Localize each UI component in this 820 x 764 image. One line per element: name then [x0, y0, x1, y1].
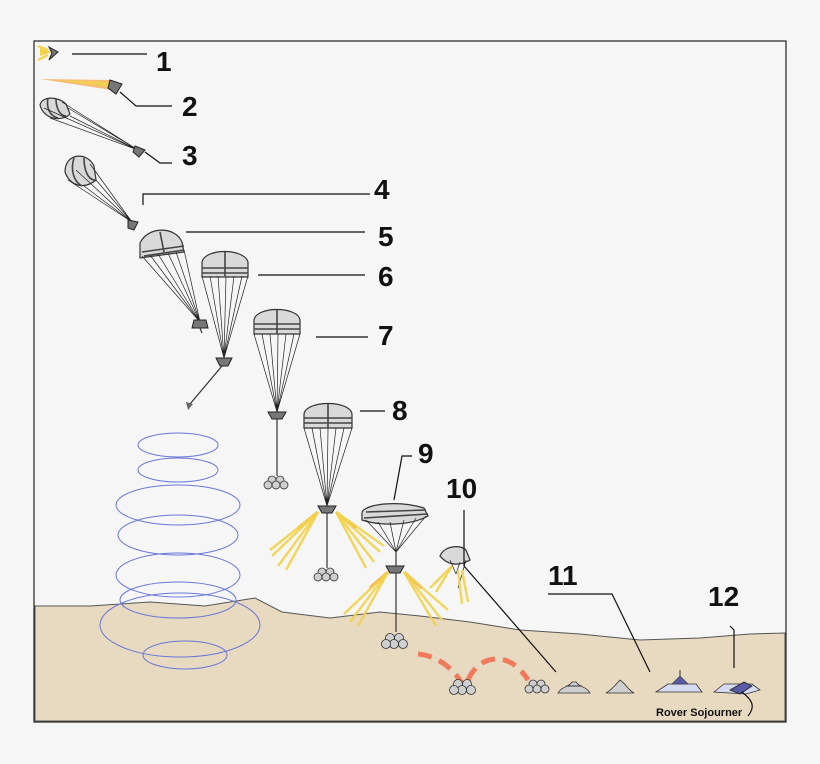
stage-12-rover-deploy — [654, 625, 761, 717]
step-label: 1 — [156, 46, 172, 77]
radar-rings — [99, 432, 261, 670]
radar-ring — [115, 484, 241, 526]
radar-ring — [142, 640, 228, 670]
lander-capsule-icon — [317, 505, 337, 514]
airbag-bounce-path — [417, 651, 550, 695]
airbag-cluster-icon — [263, 475, 289, 490]
stage-9-bridle-cut — [343, 455, 449, 649]
radar-ring — [117, 514, 239, 556]
rocket-plume-left — [269, 510, 320, 571]
airbag-cluster-icon — [381, 633, 408, 649]
radar-ring — [137, 432, 219, 458]
lander-capsule-icon — [385, 565, 405, 574]
radar-ring — [119, 581, 237, 619]
radar-ring — [115, 552, 241, 598]
stage-2-atmospheric-entry — [40, 79, 172, 107]
rocket-plume-right — [334, 510, 385, 569]
deflated-lander-icon — [557, 681, 591, 694]
radar-ring — [99, 592, 261, 658]
lander-capsule-icon — [267, 411, 287, 420]
step-label: 10 — [446, 473, 477, 504]
step-label: 8 — [392, 395, 408, 426]
step-label: 9 — [418, 438, 434, 469]
rocket-plume-left — [343, 570, 390, 627]
step-label: 3 — [182, 140, 198, 171]
rover-icon — [729, 681, 753, 695]
entry-capsule-icon — [107, 79, 123, 95]
step-label: 5 — [378, 221, 394, 252]
step-label: 6 — [378, 261, 394, 292]
stage-1-entry — [37, 44, 147, 62]
stage-5-backshell-descent — [139, 229, 365, 334]
step-labels: 1 2 3 4 5 6 7 8 9 10 11 12 — [156, 46, 739, 612]
stage-7-bridle-deployment — [253, 309, 368, 490]
step-label: 12 — [708, 581, 739, 612]
radar-ring — [137, 457, 219, 483]
airbag-cluster-icon — [313, 567, 339, 582]
lander-capsule-icon — [132, 145, 146, 158]
lander-capsule-icon — [127, 219, 139, 231]
stage-11-airbag-retraction — [548, 593, 651, 694]
airbag-cluster-icon — [449, 679, 476, 695]
step-label: 2 — [182, 91, 198, 122]
entry-capsule-icon — [47, 45, 59, 61]
stage-8-retro-rockets — [269, 403, 385, 582]
deflated-lander-icon — [605, 679, 635, 694]
step-label: 4 — [374, 174, 390, 205]
stage-4-heat-shield-release — [64, 155, 370, 231]
step-label: 11 — [548, 560, 578, 591]
mars-ground — [34, 597, 786, 722]
stage-3-parachute-deploy — [39, 97, 172, 164]
stage-6-lander-separation — [186, 251, 365, 410]
airbag-cluster-icon — [524, 679, 550, 694]
rocket-plume-right — [402, 570, 449, 627]
lander-capsule-icon — [191, 319, 209, 329]
step-label: 7 — [378, 320, 394, 351]
stage-10-backshell-flyaway — [429, 510, 557, 673]
open-lander-icon — [654, 670, 703, 693]
lander-capsule-icon — [215, 357, 233, 367]
rover-caption: Rover Sojourner — [656, 707, 743, 719]
rover-lander-icon — [712, 681, 761, 695]
